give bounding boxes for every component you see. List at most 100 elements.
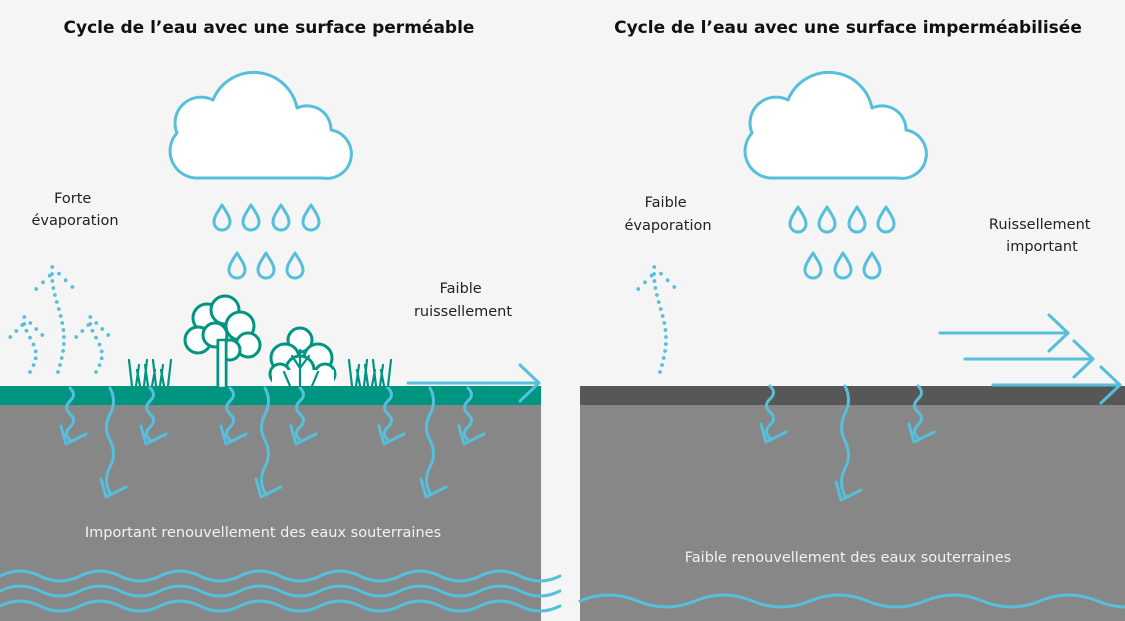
groundwater-wave-icon <box>578 593 1125 609</box>
raindrop <box>803 251 823 280</box>
vapor-dot <box>94 370 98 374</box>
vapor-dot <box>652 279 657 283</box>
groundwater-waves-icon <box>0 569 562 613</box>
impermeable-panel: Cycle de l’eau avec une surface imperméa… <box>578 18 1125 621</box>
vapor-dot <box>60 321 65 325</box>
raindrop <box>227 251 247 280</box>
evaporation-arrow-icon <box>636 265 677 374</box>
vapor-dot <box>54 300 59 304</box>
vapor-dot <box>74 335 79 339</box>
arrowhead <box>254 477 283 499</box>
vapor-dot <box>22 315 27 319</box>
infiltration-line <box>425 386 435 495</box>
arrowhead <box>59 424 88 446</box>
vapor-dot <box>59 356 64 360</box>
vapor-dot <box>672 285 677 289</box>
vapor-dot <box>14 329 19 333</box>
vapor-dot <box>656 300 661 304</box>
vapor-dot <box>61 328 66 332</box>
vapor-dot <box>8 335 13 339</box>
vapor-dot <box>663 349 667 353</box>
vapor-dot <box>652 265 657 269</box>
arrowhead <box>139 424 168 446</box>
vapor-dot <box>663 342 668 346</box>
vapor-dot <box>661 356 666 360</box>
evaporation-label: Faible évaporation <box>624 195 711 234</box>
arrowhead <box>419 477 448 499</box>
vapor-dot <box>97 363 102 368</box>
vapor-dot <box>80 329 85 333</box>
arrowhead <box>1072 339 1095 379</box>
vapor-dot <box>28 321 33 325</box>
infiltration-arrows-icon <box>59 386 486 499</box>
vapor-dot <box>58 363 62 367</box>
vapor-dot <box>34 287 39 291</box>
wave-line <box>578 593 1125 609</box>
vapor-dot <box>636 287 641 291</box>
vapor-dot <box>649 273 654 278</box>
vapor-dot <box>664 335 668 339</box>
evaporation-arrows-icon <box>8 265 111 374</box>
vapor-dot <box>34 327 39 331</box>
infiltration-line <box>383 386 393 442</box>
vapor-dot <box>62 335 66 339</box>
raindrop <box>301 203 321 232</box>
sealed-surface <box>580 386 1125 405</box>
vapor-dot <box>70 285 75 289</box>
vapor-dot <box>40 333 45 337</box>
vapor-dot <box>660 314 665 318</box>
evaporation-label: Forte évaporation <box>31 191 118 229</box>
raindrop <box>241 203 261 232</box>
infiltration-arrows-icon <box>759 384 936 502</box>
vapor-dot <box>57 271 61 276</box>
raindrop <box>833 251 853 280</box>
vapor-dot <box>654 293 659 297</box>
vapor-dot <box>97 342 102 347</box>
soil-layer <box>0 405 541 621</box>
raindrops-icon <box>788 205 896 280</box>
wave-line <box>0 584 562 598</box>
bush-branches <box>282 348 320 388</box>
arrowhead <box>1047 313 1070 353</box>
raindrops-icon <box>212 203 321 280</box>
infiltration-line <box>765 384 775 440</box>
grass-tuft <box>127 358 173 388</box>
arrowhead <box>518 363 541 403</box>
runoff-label: Faible ruissellement <box>414 281 512 320</box>
raindrop <box>862 251 882 280</box>
runoff-arrows-icon <box>938 313 1122 405</box>
vapor-dot <box>50 279 55 283</box>
permeable-title: Cycle de l’eau avec une surface perméabl… <box>64 18 475 38</box>
vapor-dot <box>662 321 667 325</box>
vegetated-surface <box>0 386 541 405</box>
grass-tuft <box>347 358 393 388</box>
vapor-dot <box>41 280 45 285</box>
vapor-dot <box>52 293 57 297</box>
infiltration-line <box>65 386 75 442</box>
arrowhead <box>1099 365 1122 405</box>
vapor-dot <box>63 278 68 283</box>
arrowhead <box>907 422 936 444</box>
vapor-dot <box>56 370 60 374</box>
raindrop <box>847 205 867 234</box>
vapor-dot <box>653 286 658 290</box>
vapor-dot <box>56 307 61 311</box>
vapor-dot <box>99 349 104 354</box>
vapor-dot <box>106 333 111 337</box>
vapor-dot <box>659 271 663 276</box>
raindrop <box>271 203 291 232</box>
rain-cloud-icon <box>743 70 928 180</box>
arrowhead <box>219 424 248 446</box>
vapor-dot <box>663 328 668 332</box>
vapor-dot <box>660 363 664 367</box>
vapor-dot <box>88 315 93 319</box>
vapor-dot <box>658 307 663 311</box>
wave-line <box>0 599 562 613</box>
soil-layer <box>580 405 1125 621</box>
infiltration-line <box>913 384 923 440</box>
raindrop <box>876 205 896 234</box>
vegetation-icon <box>127 294 393 390</box>
vapor-dot <box>61 349 65 353</box>
vapor-dot <box>24 328 29 333</box>
vapor-dot <box>20 323 25 327</box>
